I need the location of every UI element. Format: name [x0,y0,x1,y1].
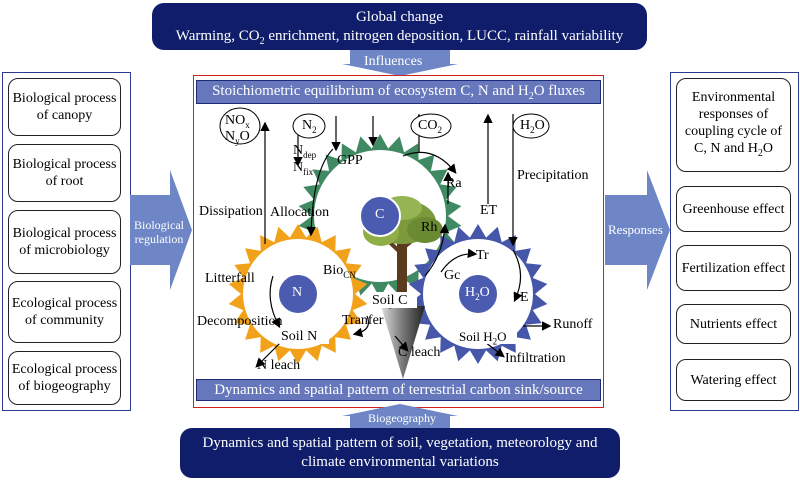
left-item-canopy: Biological process of canopy [8,78,121,136]
left-item-biogeography: Ecological process of biogeography [8,351,121,405]
et-label: ET [480,203,498,218]
h2o-label: H2O [520,118,545,135]
responses-label: Responses [608,222,663,237]
runoff-label: Runoff [553,317,593,332]
tranfer-label: Tranfer [342,313,384,328]
carbon-core-label: C [375,207,385,222]
coupling-cycle-diagram [219,107,552,379]
n2-ellipse [292,113,326,139]
co2-ellipse [410,113,452,139]
global-change-drivers: Warming, CO2 enrichment, nitrogen deposi… [175,28,624,47]
ndep-label: Ndep [293,143,317,160]
carbon-sink-bar: Dynamics and spatial pattern of terrestr… [196,379,601,401]
right-item-watering: Watering effect [676,359,791,401]
n2-label: N2 [302,118,317,135]
influences-arrow [342,50,458,76]
nitrogen-core-label: N [292,285,303,300]
gc-label: Gc [444,268,461,283]
biocn-label: BioCN [323,263,356,280]
soil-n-box [279,328,329,344]
dissipation-label: Dissipation [199,204,263,219]
right-item-environmental-responses: Environmental responses of coupling cycl… [676,78,791,172]
n-leach-label: N leach [257,358,301,373]
biological-regulation-arrow [130,170,192,290]
biological-regulation-label: Biological regulation [134,218,184,246]
water-core-label: H2O [465,285,490,302]
n2o-label: NyO [225,129,250,146]
soil-cone [381,306,425,379]
c-leach-label: C leach [398,345,441,360]
nitrogen-core [277,273,319,315]
water-core [457,273,499,315]
litterfall-label: Litterfall [205,271,255,286]
e-label: E [520,290,529,305]
biogeography-label: Biogeography [368,411,436,425]
rh-label: Rh [421,220,438,235]
co2-label: CO2 [418,118,442,135]
infiltration-label: Infiltration [505,351,566,366]
allocation-label: Allocation [270,205,330,220]
biogeography-arrow [342,404,458,428]
gpp-label: GPP [337,153,363,168]
global-change-box: Global change Warming, CO2 enrichment, n… [152,3,647,50]
flux-arrows [255,113,552,368]
right-item-fertilization: Fertilization effect [676,245,791,291]
responses-arrow [605,170,670,290]
nox-ellipse [219,107,261,145]
h2o-ellipse [512,113,550,139]
right-item-greenhouse: Greenhouse effect [676,186,791,232]
tr-label: Tr [476,248,489,263]
decomposition-label: Decomposition [197,314,283,329]
precipitation-label: Precipitation [517,168,589,183]
stoichiometric-bar: Stoichiometric equilibrium of ecosystem … [196,80,601,104]
left-item-community: Ecological process of community [8,281,121,343]
environment-variations-box: Dynamics and spatial pattern of soil, ve… [180,428,620,478]
soil-h2o-label: Soil H2O [459,329,507,347]
ra-label: Ra [446,176,462,191]
carbon-core [359,195,401,237]
left-item-root: Biological process of root [8,144,121,202]
right-item-nutrients: Nutrients effect [676,304,791,344]
nfix-label: Nfix [293,160,314,177]
soil-c-box [369,292,417,308]
soil-h2o-box [457,328,517,344]
nox-label: NOx [225,113,250,130]
global-change-title: Global change [355,9,444,25]
influences-label: Influences [364,54,423,69]
left-item-microbiology: Biological process of microbiology [8,210,121,274]
soil-n-label: Soil N [281,329,318,344]
soil-c-label: Soil C [372,293,408,308]
